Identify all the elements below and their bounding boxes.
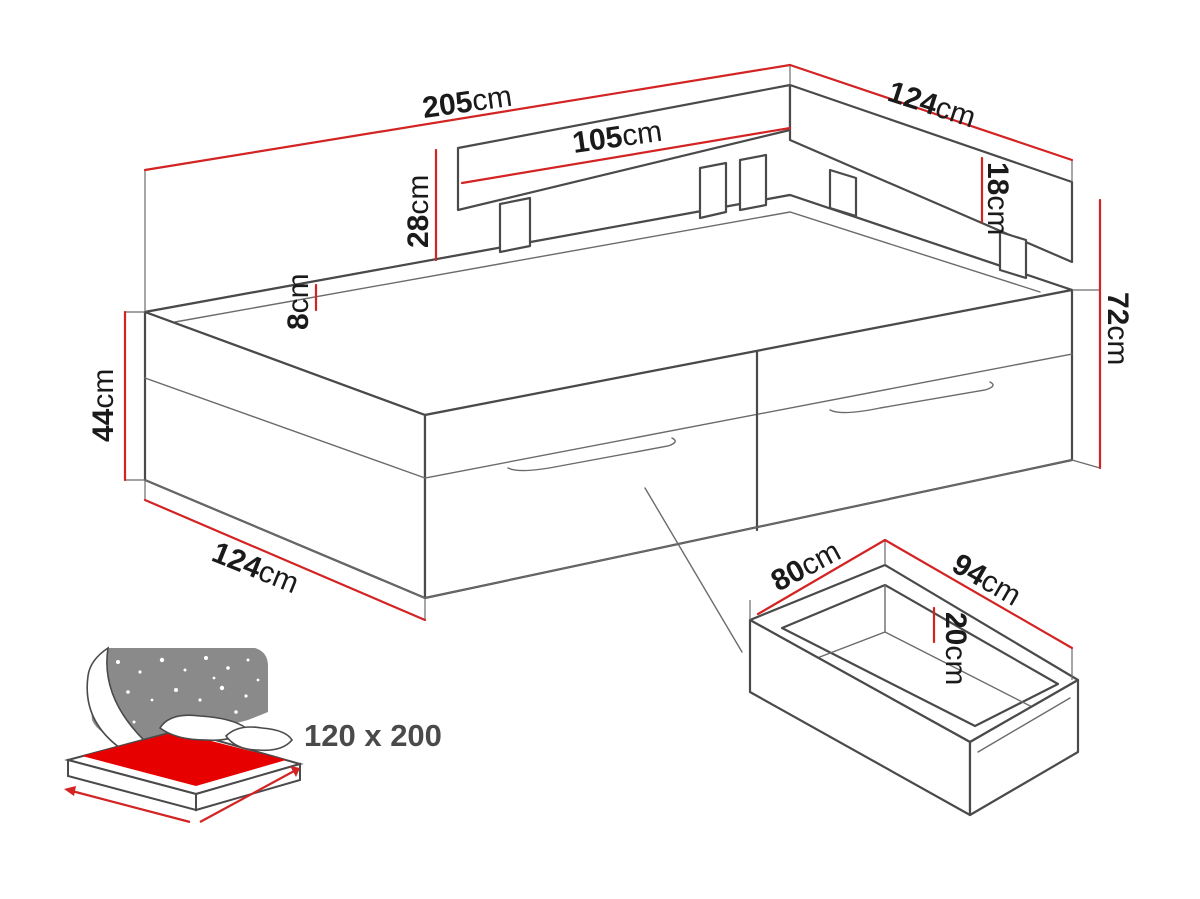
side-board-panel — [788, 83, 1074, 264]
label-side-depth-bottom: 124cm — [207, 536, 303, 600]
headboard-leg-left — [498, 196, 532, 254]
pillow-right — [224, 726, 293, 752]
inner-rim-line — [174, 211, 1041, 323]
label-side-depth-top: 124cm — [884, 75, 980, 134]
dim-line-drawer-depth — [883, 538, 1074, 650]
end-rail-line — [144, 377, 426, 479]
label-drawer-depth: 94cm — [947, 547, 1027, 612]
drawer-end-face — [968, 678, 1080, 817]
label-frame-rim: 8cm — [282, 273, 315, 330]
drawer-detail: 80cm 94cm 20cm — [748, 535, 1080, 817]
mattress-width-arrow — [199, 769, 297, 823]
stars — [102, 656, 260, 724]
drawer-leader-line — [644, 487, 743, 653]
label-drawer-height: 20cm — [939, 612, 972, 685]
label-headboard-length: 105cm — [570, 115, 664, 160]
drawer-handle-left — [507, 437, 676, 472]
label-total-height: 72cm — [1101, 292, 1134, 365]
mattress-length-arrow — [67, 788, 191, 824]
mattress-surface — [82, 732, 286, 786]
mattress-base-side — [195, 762, 301, 812]
arrowhead-right — [290, 766, 300, 777]
label-headboard-height: 28cm — [402, 175, 435, 248]
dim-line-side-depth-bottom — [143, 498, 427, 622]
drawer-end-inner-line — [977, 697, 1071, 753]
mattress-icon — [64, 646, 304, 824]
dim-line-headboard-length — [460, 126, 792, 185]
dim-line-drawer-width — [756, 538, 887, 616]
side-board — [788, 83, 1074, 280]
drawer-handle-right — [829, 381, 994, 414]
headboard-leg-middle — [698, 161, 728, 220]
extension-lines — [125, 65, 1101, 620]
dimension-lines — [123, 63, 1102, 622]
label-bed-height: 44cm — [87, 369, 120, 442]
headboard — [456, 83, 792, 254]
front-rail-line — [424, 353, 1073, 479]
dim-line-side-depth-top — [788, 63, 1074, 162]
side-board-leg-right — [998, 230, 1028, 280]
drawer-cavity — [780, 583, 1060, 728]
drawer-floor-line — [811, 631, 1043, 713]
dim-line-total-length — [143, 63, 792, 172]
curtain — [86, 646, 152, 749]
label-side-board-height: 18cm — [981, 162, 1014, 235]
bed-frame — [143, 193, 1074, 600]
label-total-length: 205cm — [420, 80, 514, 125]
side-board-leg-left — [828, 168, 858, 218]
headboard-leg-right — [738, 153, 768, 212]
arrowhead-left — [64, 786, 76, 796]
mattress-size-label: 120 x 200 — [304, 718, 442, 753]
